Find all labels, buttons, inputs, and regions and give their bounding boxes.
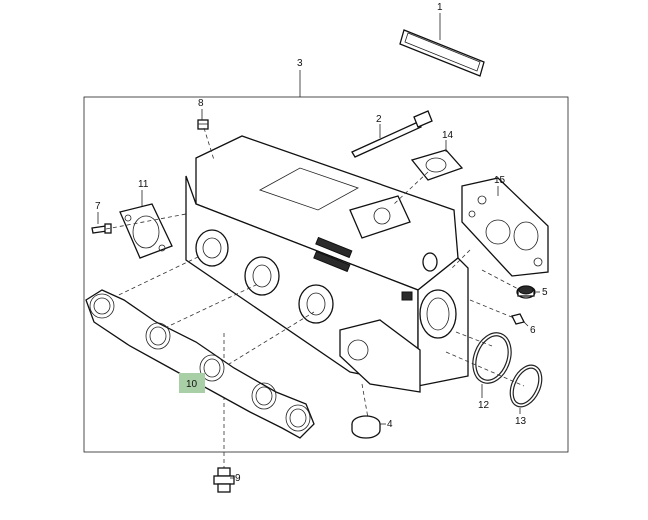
part-9-valve: [213, 467, 235, 493]
callout-11: 11: [138, 179, 149, 190]
assembly-frame: [83, 96, 569, 453]
callout-2: 2: [376, 114, 382, 125]
part-6-bolt: [511, 313, 525, 325]
part-14-gasket: [410, 149, 464, 181]
callout-12: 12: [478, 400, 490, 411]
part-15-gasket: [461, 177, 549, 277]
part-2-bolt: [351, 110, 433, 158]
callout-10: 10: [186, 379, 198, 390]
part-8-plug: [197, 119, 209, 130]
callout-1: 1: [437, 2, 443, 13]
callout-9: 9: [235, 473, 241, 484]
callout-8: 8: [198, 98, 204, 109]
part-4-plug: [351, 415, 381, 439]
callout-13: 13: [515, 416, 527, 427]
callout-10-highlight: [179, 373, 205, 393]
part-1-strip: [399, 29, 485, 77]
callout-5: 5: [542, 287, 548, 298]
callout-14: 14: [442, 130, 454, 141]
manifold-body: [185, 135, 469, 393]
part-11-gasket: [119, 203, 173, 259]
assembly-lines: [99, 127, 525, 470]
callout-7: 7: [95, 201, 101, 212]
part-10-gasket: [85, 289, 315, 439]
part-12-oring: [472, 332, 512, 384]
callout-3: 3: [297, 58, 303, 69]
leader-6: [523, 321, 529, 327]
callout-6: 6: [530, 325, 536, 336]
callout-15: 15: [494, 175, 506, 186]
part-5-cap: [516, 285, 536, 299]
callout-4: 4: [387, 419, 393, 430]
part-13-oring: [509, 364, 543, 408]
